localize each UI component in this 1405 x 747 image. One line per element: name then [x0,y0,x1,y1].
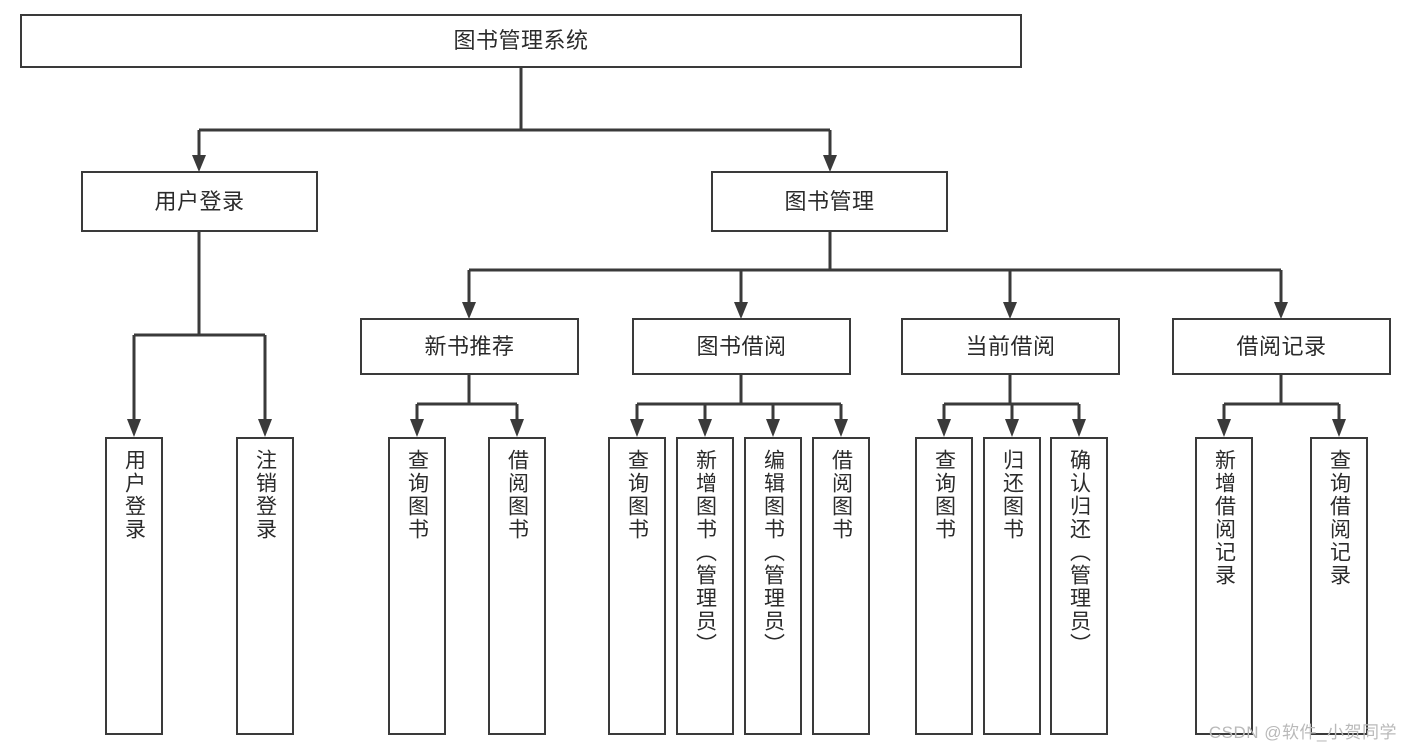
node-leaf-borrow-book-1[interactable]: 借阅图书 [488,437,546,735]
node-new-book-recommend[interactable]: 新书推荐 [360,318,579,375]
node-new-book-recommend-label: 新书推荐 [424,333,515,359]
node-leaf-query-book-2-label: 查询图书 [625,449,649,541]
node-leaf-user-login[interactable]: 用户登录 [105,437,163,735]
node-leaf-return-book-label: 归还图书 [1000,449,1024,541]
node-leaf-query-book-1[interactable]: 查询图书 [388,437,446,735]
node-book-management[interactable]: 图书管理 [711,171,948,232]
node-current-borrow-label: 当前借阅 [965,333,1056,359]
node-user-login-label: 用户登录 [154,188,245,214]
node-leaf-borrow-book-2[interactable]: 借阅图书 [812,437,870,735]
node-borrow-record[interactable]: 借阅记录 [1172,318,1391,375]
arrowhead-group [127,155,1346,437]
node-leaf-return-book[interactable]: 归还图书 [983,437,1041,735]
node-root[interactable]: 图书管理系统 [20,14,1022,68]
node-leaf-query-book-1-label: 查询图书 [405,449,429,541]
node-leaf-add-record[interactable]: 新增借阅记录 [1195,437,1253,735]
node-leaf-query-record-label: 查询借阅记录 [1327,449,1351,587]
node-leaf-user-logout[interactable]: 注销登录 [236,437,294,735]
node-book-borrow[interactable]: 图书借阅 [632,318,851,375]
node-leaf-borrow-book-1-label: 借阅图书 [505,449,529,541]
node-leaf-edit-book[interactable]: 编辑图书（管理员） [744,437,802,735]
node-leaf-edit-book-label: 编辑图书（管理员） [761,449,785,656]
node-leaf-query-book-2[interactable]: 查询图书 [608,437,666,735]
node-leaf-query-book-3[interactable]: 查询图书 [915,437,973,735]
node-borrow-record-label: 借阅记录 [1236,333,1327,359]
node-leaf-query-book-3-label: 查询图书 [932,449,956,541]
node-leaf-query-record[interactable]: 查询借阅记录 [1310,437,1368,735]
node-leaf-add-record-label: 新增借阅记录 [1212,449,1236,587]
node-book-borrow-label: 图书借阅 [696,333,787,359]
node-leaf-user-login-label: 用户登录 [122,449,146,541]
node-leaf-confirm-return[interactable]: 确认归还（管理员） [1050,437,1108,735]
node-user-login[interactable]: 用户登录 [81,171,318,232]
node-leaf-confirm-return-label: 确认归还（管理员） [1067,449,1091,656]
node-root-label: 图书管理系统 [453,28,589,54]
node-leaf-add-book-label: 新增图书（管理员） [693,449,717,656]
node-leaf-borrow-book-2-label: 借阅图书 [829,449,853,541]
node-leaf-add-book[interactable]: 新增图书（管理员） [676,437,734,735]
node-leaf-user-logout-label: 注销登录 [253,449,277,541]
node-book-management-label: 图书管理 [784,188,875,214]
node-current-borrow[interactable]: 当前借阅 [901,318,1120,375]
